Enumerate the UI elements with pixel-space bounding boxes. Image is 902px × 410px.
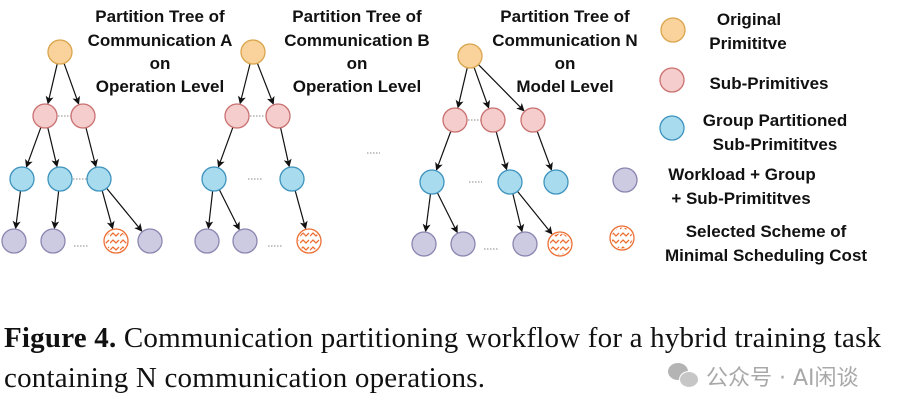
edge-arrow <box>455 67 468 109</box>
legend-selected-icon <box>609 225 635 251</box>
tree-b-title-line-3: on <box>347 54 368 73</box>
edge-arrow <box>25 127 42 168</box>
edge-arrow <box>237 63 251 105</box>
tree-b-sub-node <box>265 103 291 129</box>
edge-arrow <box>280 127 292 168</box>
tree-n-sub-node <box>442 107 468 133</box>
figure-caption: Figure 4. Communication partitioning wor… <box>4 318 902 398</box>
edge-arrow <box>256 62 275 105</box>
tree-b-title: Partition Tree of Communication B on Ope… <box>284 7 429 96</box>
legend-group-line-2: Sub-Primititves <box>713 135 838 154</box>
tree-n-title: Partition Tree of Communication N on Mod… <box>492 7 637 96</box>
watermark-text: 公众号 · AI闲谈 <box>706 366 859 391</box>
edge-arrow <box>106 187 143 232</box>
legend-workload-line-2: + Sub-Primititves <box>671 189 810 208</box>
tree-b-workload-node <box>194 228 220 254</box>
tree-a-title: Partition Tree of Communication A on Ope… <box>88 7 233 96</box>
tree-a-title-line-3: on <box>150 54 171 73</box>
edge-arrow <box>422 193 432 233</box>
edge-arrow <box>517 190 553 235</box>
tree-n-title-line-4: Model Level <box>516 77 613 96</box>
edge-arrow <box>536 131 553 171</box>
tree-n-group-node <box>497 169 523 195</box>
edge-arrow <box>495 131 509 171</box>
edge-arrow <box>47 127 60 168</box>
edge-arrow <box>85 127 98 168</box>
tree-a-workload-node <box>137 228 163 254</box>
tree-n-root-node <box>457 43 483 69</box>
tree-b-root-node <box>240 39 266 65</box>
tree-b-group-node <box>201 166 227 192</box>
edge-arrow <box>218 189 240 231</box>
edge-arrow <box>45 63 58 105</box>
tree-a-group-node <box>47 166 73 192</box>
legend-sub-icon <box>659 67 685 93</box>
edge-arrow <box>217 127 234 168</box>
tree-n-sub-node <box>480 107 506 133</box>
legend: Original Primititve Sub-Primitives Group… <box>609 10 867 265</box>
figure-label: Figure 4. <box>4 322 117 354</box>
tree-n-selected-node <box>547 231 573 257</box>
watermark: 公众号 · AI闲谈 <box>668 360 859 392</box>
tree-a-root-node <box>47 39 73 65</box>
legend-original-line-2: Primititve <box>709 34 786 53</box>
tree-n-workload-node <box>411 231 437 257</box>
edge-arrow <box>12 190 22 230</box>
edge-arrow <box>101 190 115 230</box>
partition-workflow-diagram: Partition Tree of Communication A on Ope… <box>1 7 867 265</box>
tree-n-title-line-3: on <box>555 54 576 73</box>
edge-arrow <box>477 64 525 112</box>
legend-original-line-1: Original <box>717 10 781 29</box>
legend-original-icon <box>660 17 686 43</box>
tree-b-title-line-1: Partition Tree of <box>292 7 422 26</box>
tree-a-sub-node <box>32 103 58 129</box>
tree-n-title-line-2: Communication N <box>492 31 637 50</box>
edge-arrow <box>63 63 81 105</box>
tree-a-workload-node <box>40 228 66 254</box>
caption-text: Communication partitioning workflow for … <box>4 322 882 394</box>
legend-workload-line-1: Workload + Group <box>668 165 816 184</box>
tree-n-workload-node <box>512 231 538 257</box>
legend-workload-icon <box>612 167 638 193</box>
edge-arrow <box>51 190 60 230</box>
edge-arrow <box>436 192 458 234</box>
wechat-icon <box>668 363 700 389</box>
legend-group-icon <box>659 115 685 141</box>
tree-a-title-line-2: Communication A <box>88 31 233 50</box>
legend-selected-line-1: Selected Scheme of <box>686 222 847 241</box>
tree-a-selected-node <box>103 228 129 254</box>
edge-arrow <box>435 131 452 171</box>
edge-arrow <box>294 190 308 230</box>
tree-n-title-line-1: Partition Tree of <box>500 7 630 26</box>
tree-edges <box>12 62 553 235</box>
tree-n-group-node <box>419 169 445 195</box>
ellipsis-marks <box>58 115 498 250</box>
tree-n-workload-node <box>450 231 476 257</box>
tree-b-selected-node <box>296 228 322 254</box>
edge-arrow <box>473 67 491 109</box>
tree-a-workload-node <box>1 228 27 254</box>
tree-b-group-node <box>279 166 305 192</box>
legend-selected-line-2: Minimal Scheduling Cost <box>665 246 867 265</box>
tree-nodes <box>1 39 573 257</box>
tree-a-title-line-4: Operation Level <box>96 77 224 96</box>
legend-sub-line-1: Sub-Primitives <box>709 74 828 93</box>
edge-arrow <box>205 190 214 230</box>
tree-a-group-node <box>86 166 112 192</box>
tree-b-workload-node <box>232 228 258 254</box>
tree-a-sub-node <box>70 103 96 129</box>
edge-arrow <box>512 193 525 233</box>
tree-b-sub-node <box>224 103 250 129</box>
tree-a-title-line-1: Partition Tree of <box>95 7 225 26</box>
tree-a-group-node <box>9 166 35 192</box>
legend-icons <box>609 17 686 251</box>
tree-n-sub-node <box>520 107 546 133</box>
tree-b-title-line-4: Operation Level <box>293 77 421 96</box>
tree-b-title-line-2: Communication B <box>284 31 429 50</box>
legend-group-line-1: Group Partitioned <box>703 111 848 130</box>
tree-n-group-node <box>543 169 569 195</box>
